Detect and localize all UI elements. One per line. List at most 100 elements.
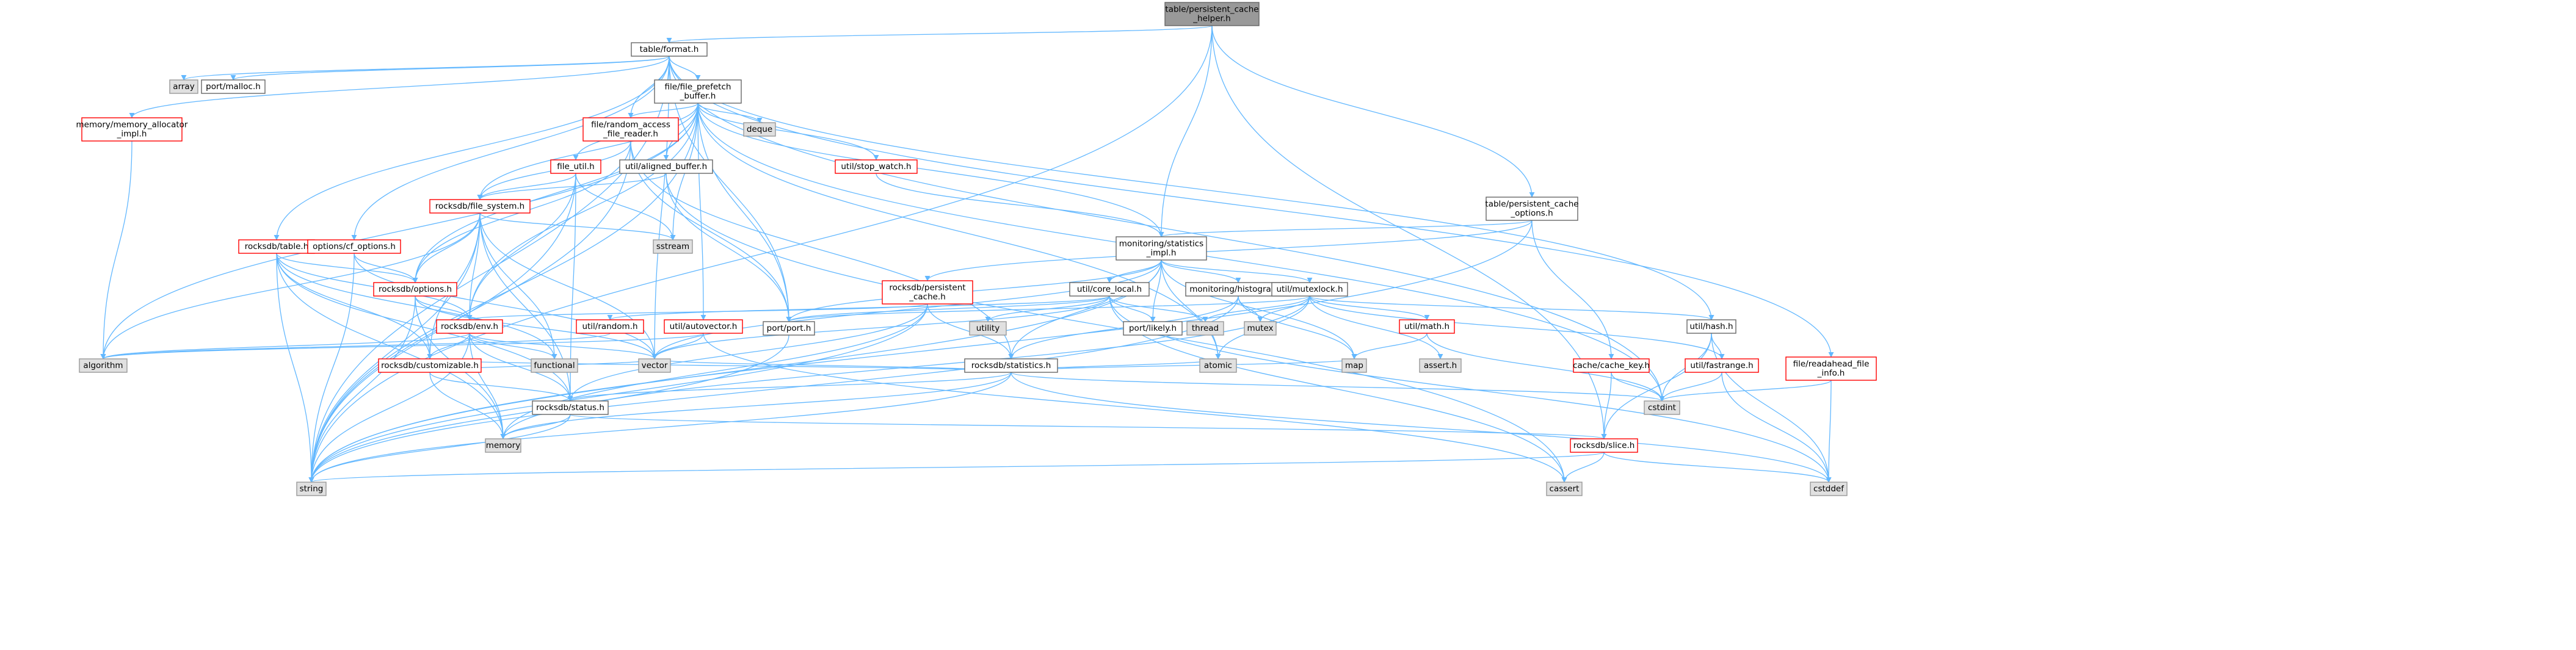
edge-ffb-to-algorithm [100,103,698,359]
node-box-port [763,321,815,336]
node-label-autovector-0: util/autovector.h [670,322,738,331]
edge-msi-to-histogram [1161,259,1241,283]
node-rafr[interactable]: file/random_access_file_reader.h [582,117,679,142]
edge-mutexlock-to-mutex [1257,295,1310,322]
node-format[interactable]: table/format.h [631,42,708,57]
edge-ffb-to-env [466,103,698,320]
node-hash[interactable]: util/hash.h [1686,319,1736,334]
node-label-string-0: string [300,484,324,494]
node-label-stopwatch-0: util/stop_watch.h [841,162,911,172]
node-box-cstdint [1644,400,1680,415]
node-fastrange[interactable]: util/fastrange.h [1685,358,1759,373]
edge-stats-to-memory [500,372,1012,439]
node-status[interactable]: rocksdb/status.h [532,400,609,415]
node-label-root-1: _helper.h [1192,14,1230,24]
node-random[interactable]: util/random.h [576,319,644,334]
node-port[interactable]: port/port.h [763,321,815,336]
node-label-pco-0: table/persistent_cache [1485,200,1578,209]
node-malloc[interactable]: port/malloc.h [201,79,266,94]
edge-ropt-to-string [308,295,416,483]
node-label-utility-0: utility [976,323,1000,333]
edge-fileutil-to-sstream [575,173,676,240]
node-fileutil[interactable]: file_util.h [550,159,601,174]
node-label-fileutil-0: file_util.h [557,162,595,172]
node-box-slice [1570,438,1638,453]
edge-pco-to-rpc [924,220,1533,281]
edge-mutexlock-to-port [786,295,1310,322]
node-atomic: atomic [1199,358,1237,373]
edge-mutexlock-to-math [1309,295,1430,320]
node-box-mutex [1244,321,1277,336]
edges-layer [100,25,1834,483]
node-root[interactable]: table/persistent_cache_helper.h [1164,2,1260,26]
edge-aligned-to-cassert [666,173,1567,483]
edge-rpc-to-string [308,303,928,483]
node-cachekey[interactable]: cache/cache_key.h [1573,358,1650,373]
edge-corelocal-to-likely [1109,295,1156,322]
edge-stats-to-cstdint [1010,372,1665,402]
node-box-cassert [1546,482,1583,496]
node-mutexlock[interactable]: util/mutexlock.h [1271,282,1348,297]
node-slice[interactable]: rocksdb/slice.h [1570,438,1638,453]
edge-ropt-to-vector [415,295,658,359]
node-fs[interactable]: rocksdb/file_system.h [429,199,531,214]
node-rpc[interactable]: rocksdb/persistent_cache.h [882,280,973,305]
node-corelocal[interactable]: util/core_local.h [1069,282,1150,297]
node-label-fastrange-0: util/fastrange.h [1690,361,1753,370]
node-label-functional-0: functional [534,361,575,370]
edge-fs-to-ropt [412,212,481,283]
edge-autovector-to-vector [651,333,704,359]
edge-rtable-to-env [276,253,473,320]
node-label-vector-0: vector [642,361,668,370]
edge-format-to-ffb [669,56,701,81]
node-box-custom [378,358,482,373]
node-msi[interactable]: monitoring/statistics_impl.h [1116,236,1207,261]
node-label-asserth-0: assert.h [1424,361,1457,370]
node-aligned[interactable]: util/aligned_buffer.h [619,159,713,174]
node-box-random [576,319,644,334]
node-mai[interactable]: memory/memory_allocator_impl.h [76,117,188,142]
node-label-rafr-0: file/random_access [591,120,670,130]
node-box-corelocal [1069,282,1150,297]
edge-root-to-pco [1211,25,1535,198]
edge-msi-to-map [1161,259,1357,359]
node-box-map [1341,358,1367,373]
node-histogram[interactable]: monitoring/histogram.h [1185,282,1291,297]
node-box-mai [81,117,183,142]
node-math[interactable]: util/math.h [1399,319,1455,334]
node-custom[interactable]: rocksdb/customizable.h [378,358,482,373]
edge-hash-to-fastrange [1711,333,1725,359]
node-autovector[interactable]: util/autovector.h [664,319,743,334]
edge-status-to-string [308,414,571,483]
node-rtable[interactable]: rocksdb/table.h [238,239,315,254]
node-box-stats [964,358,1058,373]
node-env[interactable]: rocksdb/env.h [436,319,503,334]
node-deque: deque [743,122,776,137]
edge-msi-to-atomic [1161,259,1221,359]
edge-mai-to-algorithm [100,140,132,359]
node-cfopt[interactable]: options/cf_options.h [307,239,401,254]
node-string: string [296,482,327,496]
node-pco[interactable]: table/persistent_cache_options.h [1485,197,1579,221]
edge-status-to-slice [570,414,1606,439]
edge-rtable-to-status [276,253,573,402]
edge-stopwatch-to-msi [876,173,1164,237]
edge-msi-to-vector [651,259,1162,359]
node-label-slice-0: rocksdb/slice.h [1573,441,1635,450]
node-ffb[interactable]: file/file_prefetch_buffer.h [654,79,742,104]
node-box-algorithm [79,358,128,373]
node-rainfo[interactable]: file/readahead_file_info.h [1785,356,1877,381]
node-box-vector [638,358,671,373]
node-box-fileutil [550,159,601,174]
edge-random-to-algorithm [100,333,611,359]
edge-corelocal-to-thread [1109,295,1208,322]
edge-slice-to-cassert [1561,452,1605,483]
node-stopwatch[interactable]: util/stop_watch.h [835,159,918,174]
edge-msi-to-likely [1150,259,1162,322]
node-likely[interactable]: port/likely.h [1123,321,1183,336]
edge-fs-to-sstream [479,212,676,240]
edge-fileutil-to-fs [477,173,576,200]
node-stats[interactable]: rocksdb/statistics.h [964,358,1058,373]
node-ropt[interactable]: rocksdb/options.h [373,282,457,297]
node-label-mai-1: _impl.h [117,129,147,139]
